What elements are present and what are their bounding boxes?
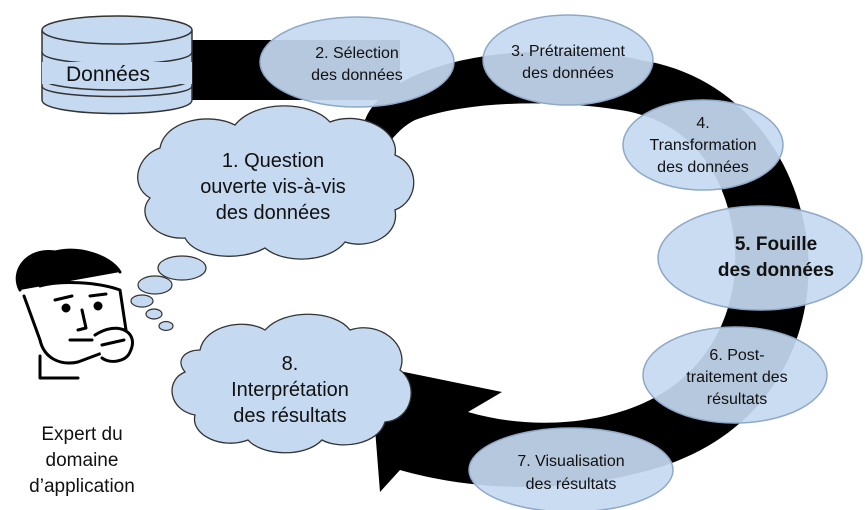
expert-line1: Expert du	[41, 424, 122, 445]
cloud-8-line2: Interprétation	[231, 379, 349, 401]
cloud-1-line3: des données	[216, 202, 331, 224]
step-6-line2: traitement des	[686, 369, 787, 386]
expert-line2: domaine	[46, 450, 119, 471]
expert-line3: d’application	[29, 476, 135, 497]
step-6-post-processing: 6. Post- traitement des résultats	[642, 326, 828, 424]
step-6-line1: 6. Post-	[709, 347, 764, 364]
thought-bubbles-trail	[130, 255, 207, 332]
step-4-line2: Transformation	[650, 137, 757, 154]
step-3-line1: 3. Prétraitement	[511, 43, 625, 60]
step-7-line1: 7. Visualisation	[517, 453, 624, 470]
step-7-line2: des résultats	[526, 476, 617, 493]
step-4-transformation: 4. Transformation des données	[622, 99, 784, 191]
step-5-line2: des données	[718, 260, 834, 281]
step-3-preprocessing: 3. Prétraitement des données	[482, 14, 654, 106]
thought-cloud-interpretation: 8. Interprétation des résultats	[171, 313, 412, 454]
cloud-1-line1: 1. Question	[222, 150, 324, 172]
step-5-data-mining: 5. Fouille des données	[657, 205, 863, 311]
step-2-line2: des données	[311, 67, 403, 84]
step-5-line1: 5. Fouille	[735, 234, 817, 255]
step-2-line1: 2. Sélection	[315, 45, 399, 62]
expert-figure-icon	[15, 248, 134, 380]
cloud-8-line3: des résultats	[233, 405, 346, 427]
cloud-1-line2: ouverte vis-à-vis	[200, 176, 346, 198]
step-6-line3: résultats	[707, 391, 767, 408]
step-4-line1: 4.	[696, 115, 709, 132]
step-2-selection: 2. Sélection des données	[259, 16, 455, 108]
step-4-line3: des données	[657, 159, 749, 176]
thought-cloud-question: 1. Question ouverte vis-à-vis des donnée…	[137, 105, 415, 260]
expert-label: Expert du domaine d’application	[29, 424, 135, 497]
cloud-8-line1: 8.	[282, 353, 299, 375]
database-icon: Données	[41, 15, 193, 115]
database-label: Données	[66, 63, 150, 86]
step-7-visualisation: 7. Visualisation des résultats	[468, 427, 674, 510]
step-3-line2: des données	[522, 65, 614, 82]
